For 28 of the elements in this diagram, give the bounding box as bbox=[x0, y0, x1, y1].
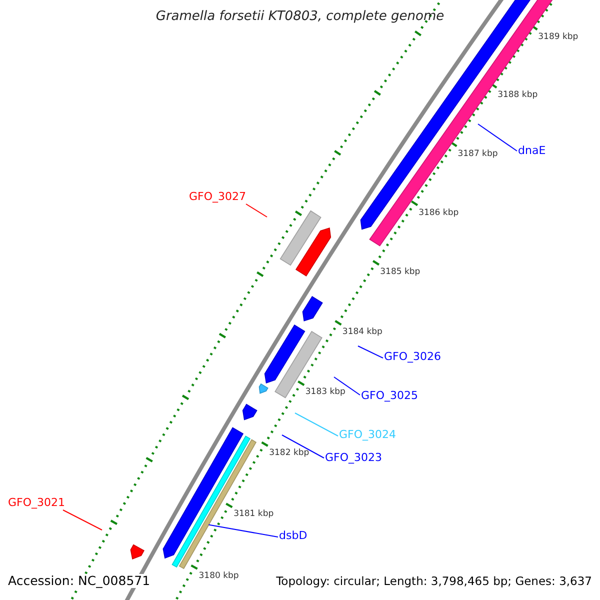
gene-label: GFO_3027 bbox=[189, 191, 246, 204]
gene-label: GFO_3025 bbox=[361, 390, 418, 402]
feature-bar bbox=[178, 439, 257, 570]
tick-label: 3182 kbp bbox=[269, 449, 310, 458]
leader-line bbox=[246, 204, 268, 218]
summary-text: Topology: circular; Length: 3,798,465 bp; Genes: 3,637 bbox=[276, 575, 592, 588]
tick-label: 3185 kbp bbox=[380, 268, 420, 277]
leader-line bbox=[282, 434, 324, 458]
leader-line bbox=[478, 124, 518, 152]
gene-label: GFO_3026 bbox=[384, 351, 442, 364]
tick-label: 3181 kbp bbox=[234, 510, 274, 519]
tick-label: 3187 kbp bbox=[458, 150, 498, 158]
tick-label: 3184 kbp bbox=[342, 328, 382, 337]
leader-line bbox=[62, 510, 102, 530]
tick-label: 3188 kbp bbox=[498, 91, 538, 100]
tick-label: 3186 kbp bbox=[418, 208, 459, 218]
map-title: Gramella forsetii KT0803, complete genome bbox=[154, 10, 446, 24]
tick-label: 3189 kbp bbox=[538, 33, 578, 42]
leader-line bbox=[294, 412, 338, 436]
gene-label: dsbD bbox=[279, 530, 308, 542]
accession-text: Accession: NC_008571 bbox=[8, 574, 150, 588]
gene-label: GFO_3023 bbox=[325, 452, 382, 464]
gene-label: GFO_3024 bbox=[339, 429, 396, 442]
gene-label: dnaE bbox=[518, 145, 546, 158]
gene-label: GFO_3021 bbox=[8, 497, 66, 510]
tick-label: 3183 kbp bbox=[305, 388, 346, 397]
leader-line bbox=[334, 376, 360, 396]
leader-line bbox=[358, 346, 384, 358]
